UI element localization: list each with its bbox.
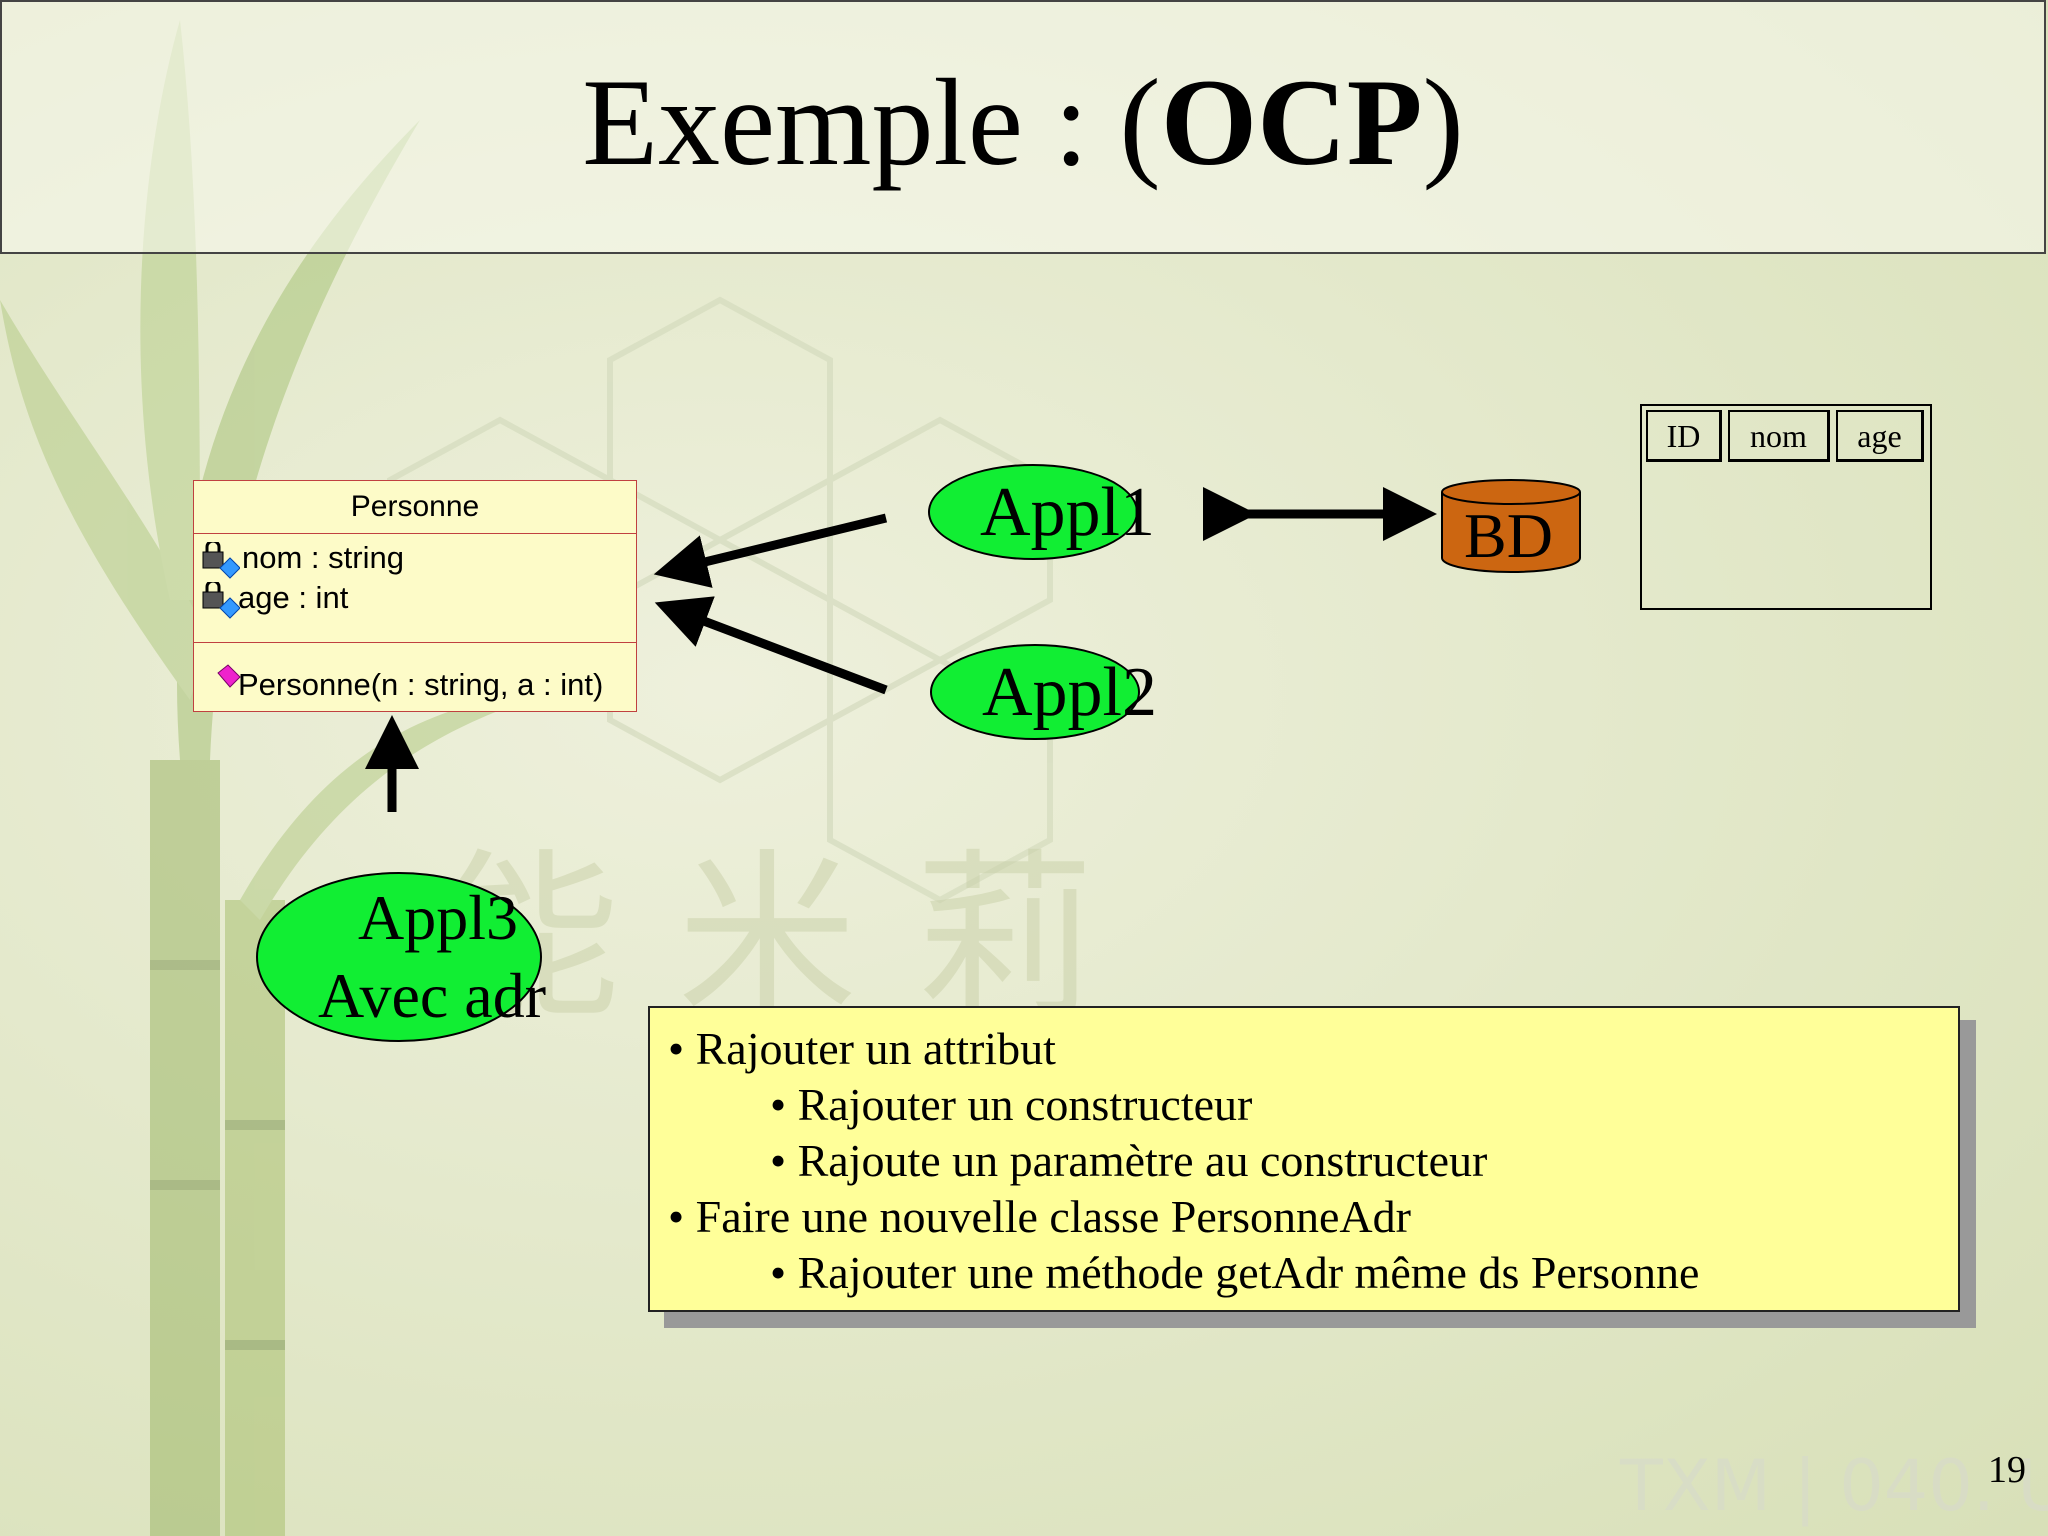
table-column-id: ID <box>1646 410 1722 462</box>
note-item: • Rajouter un attribut <box>668 1023 1056 1074</box>
db-table: ID nom age <box>1640 404 1932 610</box>
database-label: BD <box>1464 500 1553 571</box>
arrow-appl1-to-personne <box>653 513 888 588</box>
label-appl1: Appl1 <box>980 474 1155 551</box>
oval-appl2 <box>930 644 1140 740</box>
uml-class-personne: Personne nom : string age : int Personne… <box>193 480 637 712</box>
uml-attribute: age : int <box>238 580 349 615</box>
label-appl2: Appl2 <box>982 654 1157 731</box>
note-item: • Rajoute un paramètre au constructeur <box>770 1135 1488 1186</box>
oval-appl1 <box>928 464 1138 560</box>
database-icon <box>1441 479 1581 573</box>
label-appl3: Appl3 <box>358 882 518 953</box>
uml-attribute: nom : string <box>242 540 404 575</box>
slide-title: Exemple : (OCP) <box>582 52 1464 194</box>
title-box: Exemple : (OCP) <box>0 0 2046 254</box>
private-attribute-icon <box>202 542 240 579</box>
title-prefix: Exemple : ( <box>582 54 1161 191</box>
note-item: • Rajouter un constructeur <box>770 1079 1253 1130</box>
oval-appl3 <box>256 872 542 1042</box>
title-suffix: ) <box>1422 54 1464 191</box>
notes-box: • Rajouter un attribut • Rajouter un con… <box>648 1006 1960 1312</box>
uml-attributes: nom : string age : int <box>194 534 636 643</box>
private-attribute-icon <box>202 582 240 619</box>
page-number: 19 <box>1988 1449 2026 1491</box>
note-item: • Rajouter une méthode getAdr même ds Pe… <box>770 1247 1700 1298</box>
title-bold: OCP <box>1160 54 1423 191</box>
table-column-age: age <box>1836 410 1924 462</box>
uml-class-name: Personne <box>194 481 636 534</box>
label-appl3-sub: Avec adr <box>318 960 546 1031</box>
note-item: • Faire une nouvelle classe PersonneAdr <box>668 1191 1411 1242</box>
public-method-icon <box>217 664 241 688</box>
table-column-nom: nom <box>1728 410 1830 462</box>
arrow-appl2-to-personne <box>654 596 888 695</box>
uml-operation: Personne(n : string, a : int) <box>238 667 604 702</box>
svg-text:TXM | 040. U: TXM | 040. U <box>1619 1445 2048 1527</box>
